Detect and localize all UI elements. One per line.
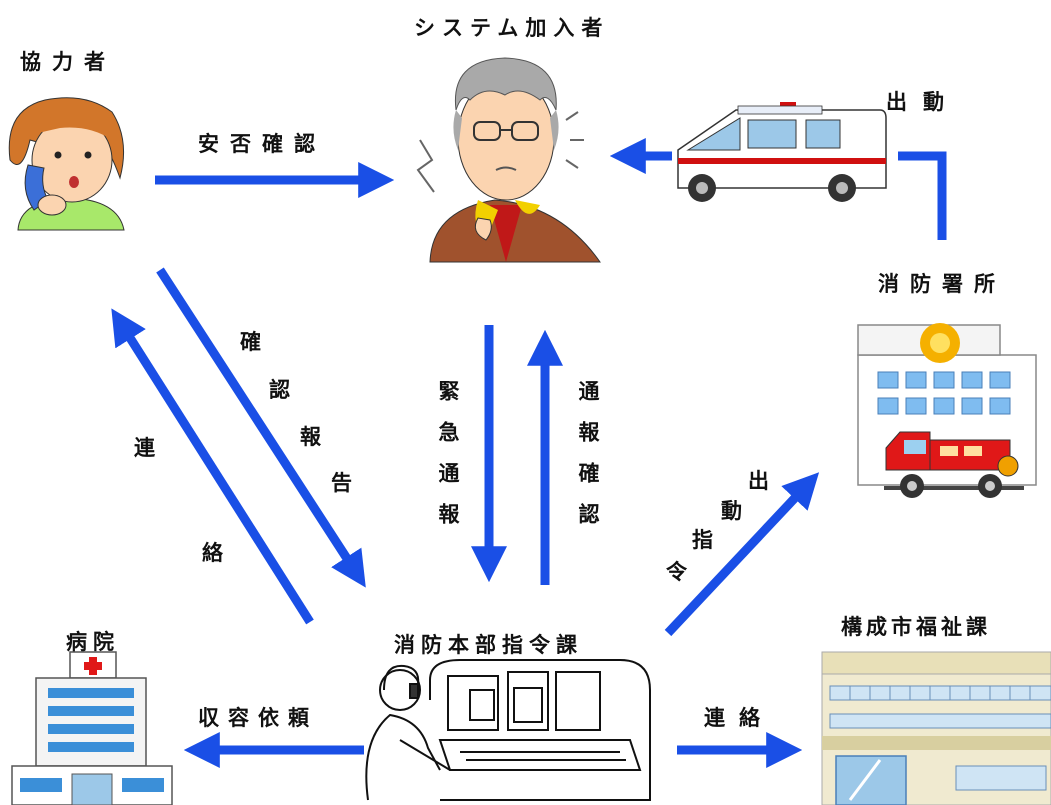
dispatcher-console-icon	[365, 659, 651, 801]
dispatch-top-label: 出動	[886, 89, 960, 114]
arrows	[111, 138, 947, 768]
welfare-label: 構成市福祉課	[841, 614, 991, 639]
contact-left-char-1: 連	[134, 435, 155, 460]
dispatch-order-char-2: 指	[692, 527, 713, 552]
confirm-report-char-3: 報	[300, 424, 321, 449]
hq-label: 消防本部指令課	[394, 632, 583, 657]
subscriber-label: システム加入者	[414, 15, 610, 40]
fire-truck-icon	[884, 431, 1024, 498]
arrow-hq-to-helper	[111, 308, 314, 625]
fire-emblem-icon	[920, 323, 960, 363]
dispatch-order-char-3: 動	[721, 498, 742, 523]
helper-person-icon	[8, 97, 125, 231]
dispatch-order-char-1: 令	[666, 559, 687, 584]
contact-welfare-label: 連絡	[704, 705, 774, 730]
contact-left-char-2: 絡	[202, 540, 223, 565]
confirm-report-char-1: 確	[240, 329, 261, 354]
arrow-station-to-ambulance	[898, 151, 947, 240]
hospital-label: 病院	[66, 629, 120, 654]
admission-request-label: 収容依頼	[198, 705, 318, 730]
arrow-helper-to-hq	[156, 267, 366, 588]
call-confirm-label: 通報確認	[576, 380, 601, 544]
city-office-icon	[821, 651, 1051, 805]
confirm-report-char-2: 認	[269, 377, 290, 402]
fire-station-label: 消防署所	[878, 271, 1006, 296]
elderly-subscriber-icon	[416, 57, 601, 263]
hospital-icon	[11, 651, 173, 805]
emergency-call-label: 緊急通報	[436, 380, 461, 544]
arrow-dispatch-order	[664, 472, 820, 637]
dispatch-order-char-4: 出	[748, 468, 769, 493]
confirm-report-char-4: 告	[331, 470, 352, 495]
safety-check-label: 安否確認	[198, 131, 326, 156]
helper-label: 協力者	[20, 49, 116, 74]
ambulance-icon	[677, 102, 887, 202]
red-cross-icon	[84, 657, 102, 675]
